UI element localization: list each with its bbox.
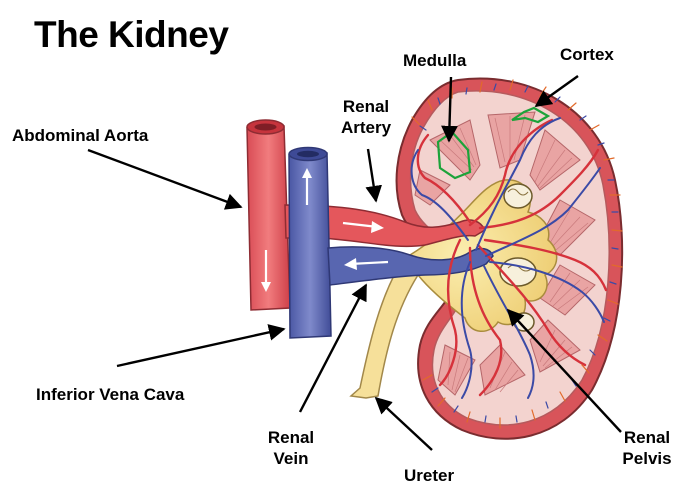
arrow-ureter bbox=[374, 396, 433, 451]
pointer-arrows bbox=[87, 75, 622, 451]
medullary-pyramids bbox=[414, 111, 596, 396]
renal-branches-veins bbox=[410, 117, 605, 399]
label-renal-artery: Renal Artery bbox=[327, 96, 405, 138]
label-renal-vein: Renal Vein bbox=[256, 427, 326, 469]
arrow-abdominal-aorta bbox=[87, 148, 243, 210]
arrow-renal-artery bbox=[365, 148, 383, 203]
arrow-medulla bbox=[441, 76, 458, 143]
label-renal-vein-line2: Vein bbox=[273, 449, 309, 468]
label-ureter: Ureter bbox=[404, 466, 455, 485]
renal-branches-arteries bbox=[416, 118, 608, 397]
label-renal-pelvis-line1: Renal bbox=[623, 428, 671, 447]
label-cortex: Cortex bbox=[560, 45, 614, 64]
inferior-vena-cava bbox=[288, 146, 332, 339]
ureter bbox=[349, 267, 420, 399]
label-medulla: Medulla bbox=[403, 51, 467, 70]
arrow-renal-vein bbox=[298, 283, 368, 413]
label-renal-pelvis: Renal Pelvis bbox=[612, 427, 682, 469]
label-inferior-vena-cava: Inferior Vena Cava bbox=[36, 385, 185, 404]
label-renal-artery-line2: Artery bbox=[340, 118, 392, 137]
page-title: The Kidney bbox=[34, 14, 229, 55]
flow-arrows bbox=[261, 168, 389, 292]
cortical-vessels bbox=[411, 79, 623, 429]
label-abdominal-aorta: Abdominal Aorta bbox=[12, 126, 149, 145]
arrow-cortex bbox=[534, 75, 579, 107]
label-renal-artery-line1: Renal bbox=[342, 97, 390, 116]
label-renal-pelvis-line2: Pelvis bbox=[622, 449, 672, 468]
label-renal-vein-line1: Renal bbox=[267, 428, 315, 447]
arrow-inferior-vena-cava bbox=[116, 324, 286, 368]
renal-vein bbox=[327, 246, 494, 286]
renal-artery bbox=[284, 204, 486, 248]
abdominal-aorta bbox=[246, 119, 291, 311]
arrow-renal-pelvis bbox=[506, 308, 622, 433]
